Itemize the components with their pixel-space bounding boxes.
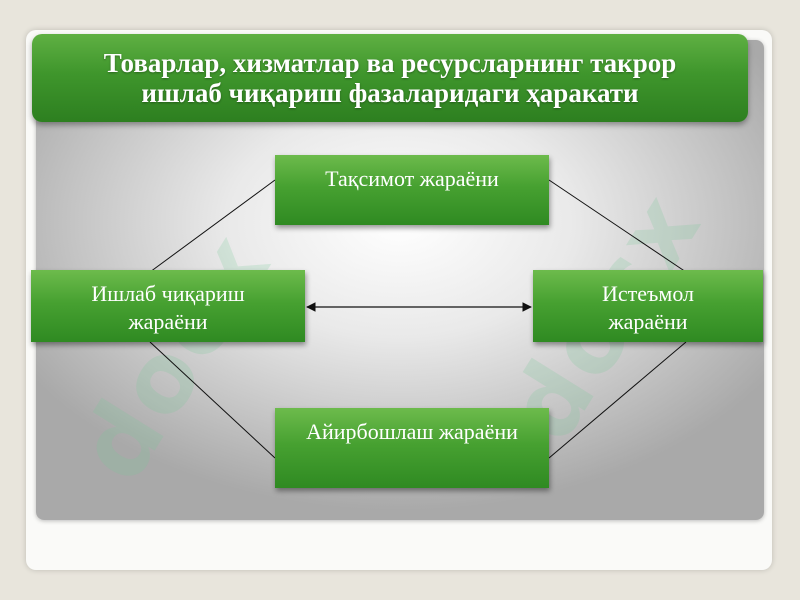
connector-exchange-consumption <box>548 341 687 459</box>
connector-production-exchange <box>149 341 276 459</box>
node-distribution: Тақсимот жараёни <box>275 155 549 225</box>
node-production: Ишлаб чиқариш жараёни <box>31 270 305 342</box>
node-consumption: Истеъмол жараёни <box>533 270 763 342</box>
connector-production-distribution <box>149 179 276 273</box>
connector-distribution-consumption <box>548 179 687 273</box>
title-banner: Товарлар, хизматлар ва ресурсларнинг так… <box>32 34 748 122</box>
diagram-title: Товарлар, хизматлар ва ресурсларнинг так… <box>103 48 677 108</box>
node-exchange: Айирбошлаш жараёни <box>275 408 549 488</box>
